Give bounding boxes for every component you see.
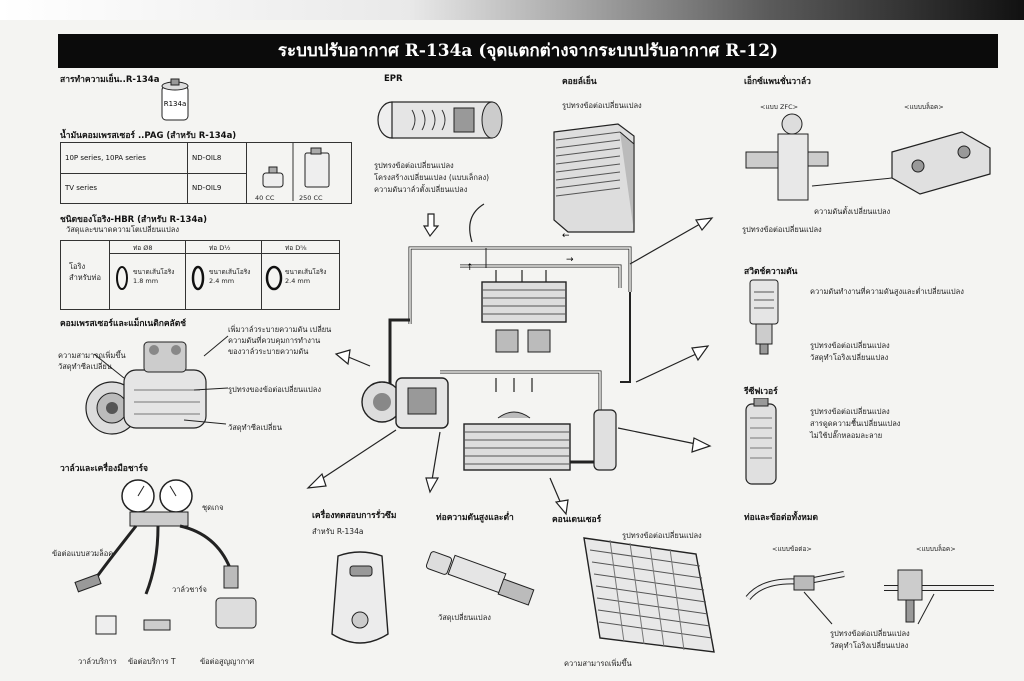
oring-col-head: ท่อ D⅝ bbox=[285, 244, 307, 252]
oring-size: 2.4 mm bbox=[209, 277, 235, 285]
gauge-label: ข้อต่อแบบสวมล็อค bbox=[52, 549, 114, 558]
oil-code-cell: ND-OIL8 bbox=[187, 142, 247, 174]
oring-desc: ขนาดเส้นโอริง bbox=[133, 268, 175, 276]
compressor-left-note: วัสดุทำซีลเปลี่ยน bbox=[58, 362, 112, 371]
compressor-left-note: ความสามารถเพิ่มขึ้น bbox=[58, 351, 126, 360]
pressure-switch-illustration bbox=[749, 279, 779, 355]
expansion-note: ความดันตั้งเปลี่ยนแปลง bbox=[814, 207, 891, 216]
oring-heading: ชนิดของโอริง-HBR (สำหรับ R-134a) bbox=[60, 215, 207, 225]
pipes-heading: ท่อและข้อต่อทั้งหมด bbox=[744, 513, 818, 523]
gauge-label: วาล์วชาร์จ bbox=[172, 585, 207, 594]
hoses-heading: ท่อความดันสูงและต่ำ bbox=[436, 513, 514, 523]
expansion-note: รูปทรงข้อต่อเปลี่ยนแปลง bbox=[742, 225, 822, 234]
hoses-note: วัสดุเปลี่ยนแปลง bbox=[438, 613, 491, 622]
compressor-heading: คอมเพรสเซอร์และแม็กเนติกคลัตช์ bbox=[60, 319, 187, 329]
epr-note: รูปทรงข้อต่อเปลี่ยนแปลง bbox=[374, 161, 454, 170]
oring-col-head: ท่อ D½ bbox=[209, 244, 231, 252]
receiver-illustration bbox=[745, 398, 777, 485]
epr-note: โครงสร้างเปลี่ยนแปลง (แบบเล็กลง) bbox=[374, 173, 490, 182]
receiver-note: ไม่ใช้ปลั๊กหลอมละลาย bbox=[810, 431, 883, 440]
condenser-illustration bbox=[583, 537, 715, 653]
refrigerant-can-icon: R134a bbox=[161, 78, 189, 121]
expansion-heading: เอ็กซ์แพนชั่นวาล์ว bbox=[744, 77, 811, 87]
oring-icon bbox=[191, 265, 205, 291]
leak-tester-note: สำหรับ R-134a bbox=[312, 527, 364, 536]
pipes-type: <แบบบล็อค> bbox=[916, 545, 956, 553]
oil-table-wrap: 10P series, 10PA series ND-OIL8 40 CC 25… bbox=[60, 142, 352, 204]
oil-series-cell: 10P series, 10PA series bbox=[60, 142, 188, 174]
gauge-set-illustration bbox=[74, 479, 257, 635]
refrigerant-heading: สารทำความเย็น..R-134a bbox=[60, 75, 160, 85]
gauge-label: ข้อต่อบริการ T bbox=[128, 657, 176, 666]
oring-desc: ขนาดเส้นโอริง bbox=[285, 268, 327, 276]
evaporator-note: รูปทรงข้อต่อเปลี่ยนแปลง bbox=[562, 101, 642, 110]
condenser-top-note: รูปทรงข้อต่อเปลี่ยนแปลง bbox=[622, 531, 702, 540]
oring-row-label: โอริง สำหรับท่อ bbox=[69, 262, 101, 282]
compressor-note: ของวาล์วระบายความดัน bbox=[228, 347, 309, 356]
oil-code-cell: ND-OIL9 bbox=[187, 172, 247, 204]
condenser-bottom-note: ความสามารถเพิ่มขึ้น bbox=[564, 659, 632, 668]
evaporator-illustration bbox=[553, 123, 635, 233]
oil-table: 10P series, 10PA series ND-OIL8 40 CC 25… bbox=[60, 142, 352, 204]
compressor-note: เพิ่มวาล์วระบายความดัน เปลี่ยน bbox=[228, 325, 332, 334]
receiver-note: รูปทรงข้อต่อเปลี่ยนแปลง bbox=[810, 407, 890, 416]
gauge-label: ข้อต่อสูญญากาศ bbox=[200, 657, 255, 666]
oil-bottles-icon bbox=[262, 143, 330, 201]
oring-table: โอริง สำหรับท่อ ท่อ Ø8 ท่อ D½ ท่อ D⅝ ขนา… bbox=[60, 240, 340, 310]
oil-bottles-cell: 40 CC 250 CC bbox=[246, 142, 352, 204]
oring-col-head: ท่อ Ø8 bbox=[133, 244, 153, 252]
gauge-heading: วาล์วและเครื่องมือชาร์จ bbox=[60, 464, 148, 474]
table-row: 10P series, 10PA series ND-OIL8 40 CC 25… bbox=[60, 142, 352, 204]
refrigerant-can-label: R134a bbox=[164, 100, 187, 108]
scan-top-shadow bbox=[0, 0, 1024, 20]
oring-size: 1.8 mm bbox=[133, 277, 159, 285]
oil-series-cell: TV series bbox=[60, 172, 188, 204]
evaporator-heading: คอยล์เย็น bbox=[562, 77, 597, 87]
expansion-type: <แบบบล็อค> bbox=[904, 103, 944, 111]
expansion-type: <แบบ ZFC> bbox=[760, 103, 799, 111]
pressure-switch-note: รูปทรงข้อต่อเปลี่ยนแปลง bbox=[810, 341, 890, 350]
flow-arrow-icon: ← bbox=[562, 231, 570, 241]
condenser-heading: คอนเดนเซอร์ bbox=[552, 515, 602, 525]
receiver-heading: รีซีฟเวอร์ bbox=[744, 387, 778, 397]
oil-heading: น้ำมันคอมเพรสเซอร์ ..PAG (สำหรับ R-134a) bbox=[60, 131, 237, 141]
ac-system-diagram: ↑ → ← bbox=[306, 203, 714, 516]
gauge-label: วาล์วบริการ bbox=[78, 657, 117, 666]
pressure-switch-note: วัสดุทำโอริงเปลี่ยนแปลง bbox=[810, 353, 889, 362]
expansion-valve-illustration bbox=[745, 113, 991, 201]
pipes-note: วัสดุทำโอริงเปลี่ยนแปลง bbox=[830, 641, 909, 650]
pipes-type: <แบบข้อต่อ> bbox=[772, 545, 812, 553]
epr-illustration bbox=[377, 101, 503, 139]
oil-size-small: 40 CC bbox=[255, 194, 275, 202]
hose-fitting-illustration bbox=[426, 551, 535, 606]
pipes-note: รูปทรงข้อต่อเปลี่ยนแปลง bbox=[830, 629, 910, 638]
compressor-illustration bbox=[85, 335, 229, 435]
pressure-switch-heading: สวิตช์ความดัน bbox=[744, 267, 798, 277]
flow-arrow-icon: → bbox=[566, 255, 574, 265]
divider bbox=[109, 241, 110, 309]
oring-size: 2.4 mm bbox=[285, 277, 311, 285]
compressor-note: ความดันที่ควบคุมการทำงาน bbox=[228, 336, 321, 345]
gauge-label: ชุดเกจ bbox=[202, 503, 224, 512]
epr-heading: EPR bbox=[384, 74, 403, 84]
flow-arrow-icon: ↑ bbox=[466, 263, 474, 273]
leak-tester-heading: เครื่องทดสอบการรั่วซึม bbox=[312, 511, 397, 521]
divider bbox=[261, 241, 262, 309]
oil-size-large: 250 CC bbox=[299, 194, 323, 202]
oring-icon bbox=[116, 266, 128, 290]
epr-note: ความดันวาล์วตั้งเปลี่ยนแปลง bbox=[374, 185, 468, 194]
pressure-switch-note: ความดันทำงานที่ความดันสูงและต่ำเปลี่ยนแป… bbox=[810, 287, 964, 296]
page-title: ระบบปรับอากาศ R-134a (จุดแตกต่างจากระบบป… bbox=[58, 34, 998, 68]
leak-tester-icon bbox=[331, 551, 389, 644]
divider bbox=[109, 253, 339, 254]
table-row: TV series ND-OIL9 bbox=[60, 172, 352, 204]
oring-desc: ขนาดเส้นโอริง bbox=[209, 268, 251, 276]
compressor-seal-note: วัสดุทำซีลเปลี่ยน bbox=[228, 423, 282, 432]
oring-note: วัสดุและขนาดความโตเปลี่ยนแปลง bbox=[66, 225, 180, 234]
pipe-fittings-illustration bbox=[745, 569, 994, 625]
divider bbox=[185, 241, 186, 309]
oring-icon bbox=[265, 265, 283, 291]
receiver-note: สารดูดความชื้นเปลี่ยนแปลง bbox=[810, 419, 901, 428]
compressor-fitting-note: รูปทรงของข้อต่อเปลี่ยนแปลง bbox=[228, 385, 322, 394]
